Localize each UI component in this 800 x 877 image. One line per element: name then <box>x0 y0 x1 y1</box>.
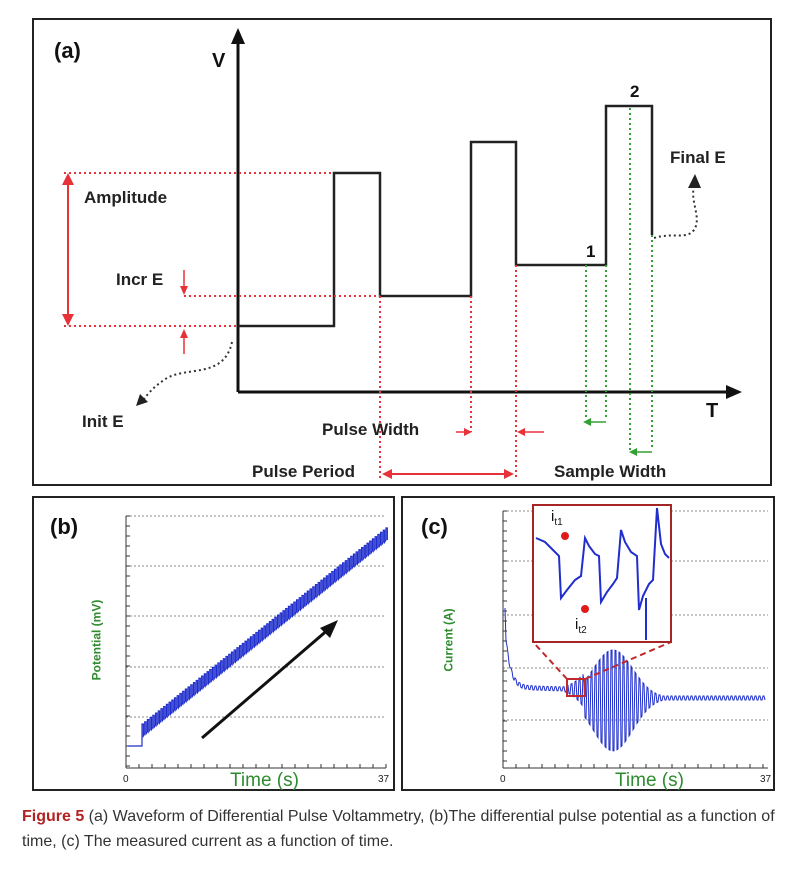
green-guides <box>585 108 653 450</box>
current-plot <box>502 504 768 769</box>
panel-b-label: (b) <box>50 514 79 539</box>
t-axis-label: T <box>706 400 719 422</box>
v-axis-label: V <box>212 50 226 72</box>
init-e-label: Init E <box>82 412 124 431</box>
it1-label: it1 <box>551 508 563 528</box>
sample-width-label: Sample Width <box>554 462 667 481</box>
pulse-period-label: Pulse Period <box>252 462 355 481</box>
panel-b-xlabel: Time (s) <box>230 770 299 791</box>
panel-a: (a) V T Amplitude Incr E Init E Final E … <box>32 18 772 486</box>
waveform-diagram <box>62 28 742 480</box>
final-e-label: Final E <box>670 148 726 167</box>
it1-marker <box>561 532 569 540</box>
waveform-line <box>238 104 654 328</box>
panel-c-ylabel: Current (A) <box>441 608 456 672</box>
potential-signal <box>128 527 388 747</box>
point-2-label: 2 <box>630 82 640 101</box>
panel-b-xmin: 0 <box>123 774 129 785</box>
incr-e-label: Incr E <box>116 270 164 289</box>
figure-caption: Figure 5 (a) Waveform of Differential Pu… <box>22 804 782 854</box>
panel-b-xmax: 37 <box>378 774 390 785</box>
panel-c-xmin: 0 <box>500 774 506 785</box>
panel-b-ylabel: Potential (mV) <box>89 599 104 681</box>
caption-text: (a) Waveform of Differential Pulse Volta… <box>22 808 775 850</box>
it2-marker <box>581 605 589 613</box>
potential-plot <box>125 515 388 769</box>
final-e-pointer <box>653 185 698 239</box>
amplitude-label: Amplitude <box>84 188 168 207</box>
t-axis-arrow <box>726 385 742 399</box>
point-1-label: 1 <box>586 242 596 261</box>
panel-c-xlabel: Time (s) <box>615 770 684 791</box>
inset-trace <box>535 507 670 611</box>
red-guides <box>64 172 517 480</box>
panel-a-label: (a) <box>54 38 81 63</box>
it2-label: it2 <box>575 616 587 636</box>
current-trace <box>504 607 766 752</box>
zoom-box <box>566 678 586 697</box>
potential-trace <box>128 527 388 747</box>
panel-c-xmax: 37 <box>760 774 772 785</box>
v-axis-arrow <box>231 28 245 44</box>
inset-signal <box>535 507 670 640</box>
figure-number: Figure 5 <box>22 808 85 825</box>
panel-b: (b) Potential (mV) Time (s) 0 37 <box>32 496 395 791</box>
panel-c: (c) Current (A) Time (s) 0 37 it1 it2 <box>401 496 775 791</box>
init-e-pointer <box>141 341 233 403</box>
current-signal <box>504 607 766 752</box>
pulse-width-label: Pulse Width <box>322 420 420 439</box>
inset-frame <box>532 504 672 643</box>
panel-c-label: (c) <box>421 514 448 539</box>
